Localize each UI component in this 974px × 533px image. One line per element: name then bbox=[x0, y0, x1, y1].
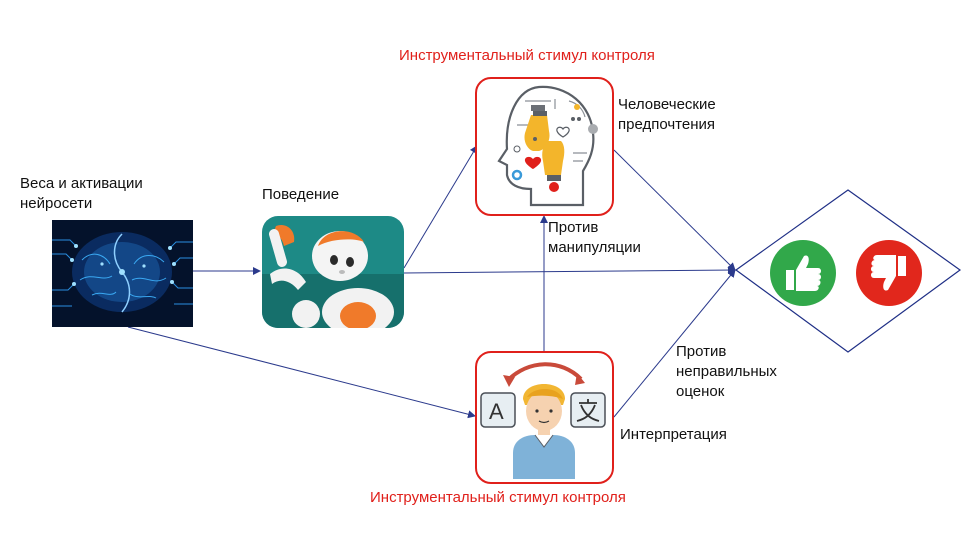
anti-wrong-line3: оценок bbox=[676, 383, 725, 400]
robot-image bbox=[262, 216, 404, 328]
weights-label: Веса и активации нейросети bbox=[20, 174, 143, 214]
anti-manipulation-line1: Против bbox=[548, 219, 599, 236]
human-preferences-label: Человеческие предпочтения bbox=[618, 95, 716, 135]
like-circle bbox=[770, 240, 836, 306]
human-preferences-box bbox=[475, 77, 614, 216]
anti-manipulation-line2: манипуляции bbox=[548, 239, 641, 256]
stimulus-top-label: Инструментальный стимул контроля bbox=[399, 47, 655, 64]
interpretation-box: A bbox=[475, 351, 614, 484]
human-preferences-line2: предпочтения bbox=[618, 116, 716, 133]
neural-network-image bbox=[52, 220, 193, 327]
evaluation-diamond bbox=[734, 189, 962, 353]
weights-label-line2: нейросети bbox=[20, 195, 93, 212]
arrow-weights-to-interpretation bbox=[127, 326, 476, 419]
anti-wrong-line1: Против bbox=[676, 343, 727, 360]
arrow-behavior-to-evaluation bbox=[403, 266, 736, 275]
anti-manipulation-label: Против манипуляции bbox=[548, 218, 641, 258]
human-preferences-line1: Человеческие bbox=[618, 96, 716, 113]
robot-icon bbox=[262, 216, 404, 328]
translator-person-icon: A bbox=[480, 362, 606, 479]
arrow-behavior-to-preferences bbox=[403, 145, 478, 269]
arrow-preferences-to-evaluation bbox=[613, 149, 736, 271]
thumbs-down-icon bbox=[871, 255, 906, 291]
thumbs-up-icon bbox=[786, 255, 821, 291]
dislike-circle bbox=[856, 240, 922, 306]
anti-wrong-evaluation-label: Против неправильных оценок bbox=[676, 342, 777, 402]
behavior-label: Поведение bbox=[262, 186, 340, 203]
arrow-interpretation-to-evaluation bbox=[613, 269, 736, 418]
svg-text:A: A bbox=[489, 399, 504, 424]
interpretation-label: Интерпретация bbox=[620, 426, 727, 443]
human-head-preferences-icon bbox=[497, 85, 598, 207]
weights-label-line1: Веса и активации bbox=[20, 175, 143, 192]
stimulus-bottom-label: Инструментальный стимул контроля bbox=[370, 489, 626, 506]
neural-brain-icon bbox=[52, 220, 193, 327]
anti-wrong-line2: неправильных bbox=[676, 363, 777, 380]
